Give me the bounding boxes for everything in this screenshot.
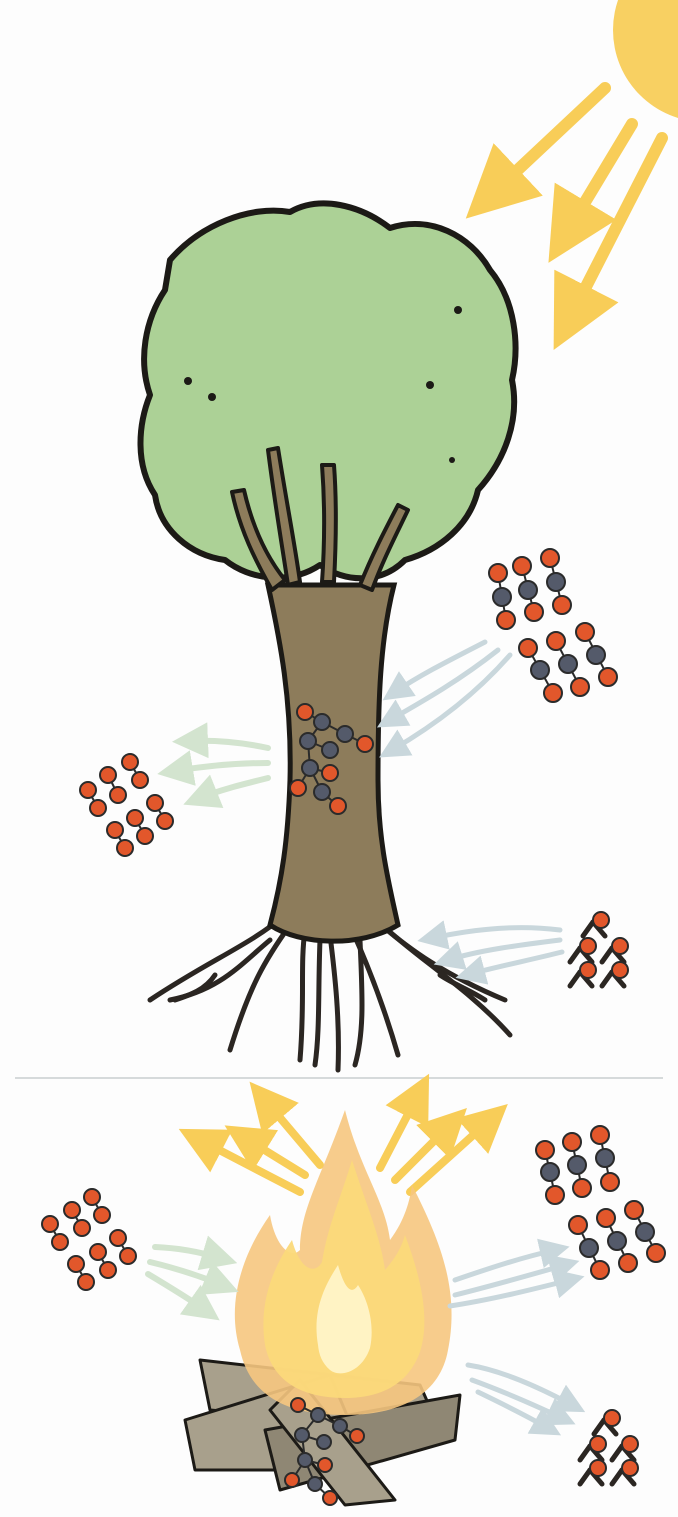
h2o-molecule xyxy=(580,1436,606,1460)
water-arrows-out xyxy=(468,1365,572,1428)
sunlight-arrow xyxy=(492,88,605,194)
o2-molecule xyxy=(80,782,106,816)
h2o-molecule xyxy=(612,1436,638,1460)
co2-molecule xyxy=(625,1201,665,1262)
co2-molecule xyxy=(576,623,617,686)
heat-arrow xyxy=(395,1125,450,1180)
carbon-dioxide-molecules-out xyxy=(536,1126,665,1279)
o2-arrow xyxy=(190,741,268,748)
co2-molecule xyxy=(536,1141,564,1204)
sunlight-arrows xyxy=(492,88,662,318)
co2-molecule xyxy=(563,1133,591,1197)
o2-molecule xyxy=(68,1256,94,1290)
carbon-dioxide-molecules-in xyxy=(489,549,617,702)
o2-molecule xyxy=(64,1202,90,1236)
co2-arrow xyxy=(392,655,510,750)
sun-icon xyxy=(613,0,678,122)
o2-molecule xyxy=(147,795,173,829)
carbon-dioxide-arrows-out xyxy=(450,1250,570,1306)
oxygen-arrows-in xyxy=(148,1247,222,1310)
o2-arrow xyxy=(200,778,268,798)
o2-arrow xyxy=(148,1274,205,1310)
carbon-dioxide-arrows-in xyxy=(390,642,510,750)
h2o-molecule xyxy=(570,938,596,962)
tree xyxy=(140,203,515,1070)
water-arrow xyxy=(470,952,562,974)
oxygen-arrows-out xyxy=(175,741,268,798)
o2-molecule xyxy=(122,754,148,788)
o2-molecule xyxy=(100,767,126,803)
water-molecules-out xyxy=(580,1410,638,1484)
o2-molecule xyxy=(110,1230,136,1264)
water-arrow xyxy=(432,928,560,938)
o2-arrow xyxy=(155,1247,220,1258)
co2-molecule xyxy=(513,557,543,621)
o2-molecule xyxy=(127,810,153,844)
o2-molecule xyxy=(107,822,133,856)
tree-trunk xyxy=(268,585,398,941)
o2-molecule xyxy=(84,1189,110,1223)
h2o-molecule xyxy=(602,962,628,986)
co2-molecule xyxy=(591,1126,619,1191)
co2-arrow xyxy=(455,1250,555,1280)
o2-arrow xyxy=(175,763,268,771)
h2o-molecule xyxy=(602,938,628,962)
co2-molecule xyxy=(489,564,515,629)
sunlight-arrow xyxy=(570,138,662,318)
oxygen-molecules-in xyxy=(42,1189,136,1290)
water-molecules-in xyxy=(570,912,628,986)
co2-arrow xyxy=(455,1265,565,1295)
oxygen-molecules-out xyxy=(80,754,173,856)
h2o-molecule xyxy=(580,1460,606,1484)
o2-molecule xyxy=(90,1244,116,1278)
photosynthesis-panel xyxy=(80,0,678,1070)
h2o-molecule xyxy=(612,1460,638,1484)
co2-molecule xyxy=(541,549,571,614)
water-arrows-in xyxy=(432,928,562,974)
h2o-molecule xyxy=(583,912,609,936)
combustion-panel xyxy=(42,1095,665,1505)
h2o-molecule xyxy=(570,962,596,986)
h2o-molecule xyxy=(594,1410,620,1434)
o2-molecule xyxy=(42,1216,68,1250)
